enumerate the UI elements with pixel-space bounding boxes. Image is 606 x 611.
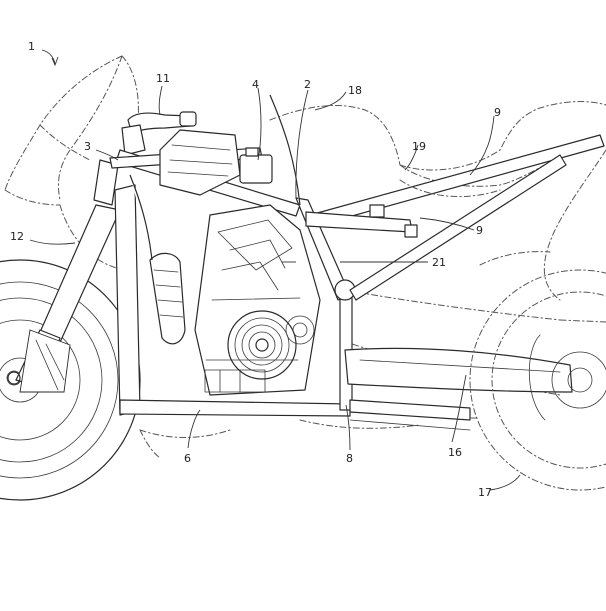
ref-label-19: 19 xyxy=(412,140,426,153)
ref-label-9a: 9 xyxy=(494,106,501,119)
ref-label-6: 6 xyxy=(184,452,191,465)
leader-lines xyxy=(29,49,521,491)
ref-label-4: 4 xyxy=(252,78,259,91)
rear-wheel xyxy=(469,269,606,491)
ref-label-21: 21 xyxy=(432,256,446,269)
front-wheel xyxy=(0,259,141,501)
airbox xyxy=(159,129,273,196)
ref-label-2: 2 xyxy=(304,78,311,91)
ref-label-11: 11 xyxy=(156,72,170,85)
ref-label-18: 18 xyxy=(348,84,362,97)
ref-label-9b: 9 xyxy=(476,224,483,237)
ref-label-3: 3 xyxy=(84,140,91,153)
swingarm xyxy=(344,347,573,393)
engine xyxy=(129,174,321,396)
ref-label-17: 17 xyxy=(478,486,492,499)
reference-numerals: 1 2 3 4 6 8 9 9 11 12 16 17 18 19 21 xyxy=(10,40,501,499)
ref-label-8: 8 xyxy=(346,452,353,465)
ref-label-1: 1 xyxy=(28,40,35,53)
ref-label-16: 16 xyxy=(448,446,462,459)
front-fork xyxy=(7,159,121,393)
ref-label-12: 12 xyxy=(10,230,24,243)
lower-structure xyxy=(349,399,471,431)
handlebar xyxy=(121,111,197,156)
